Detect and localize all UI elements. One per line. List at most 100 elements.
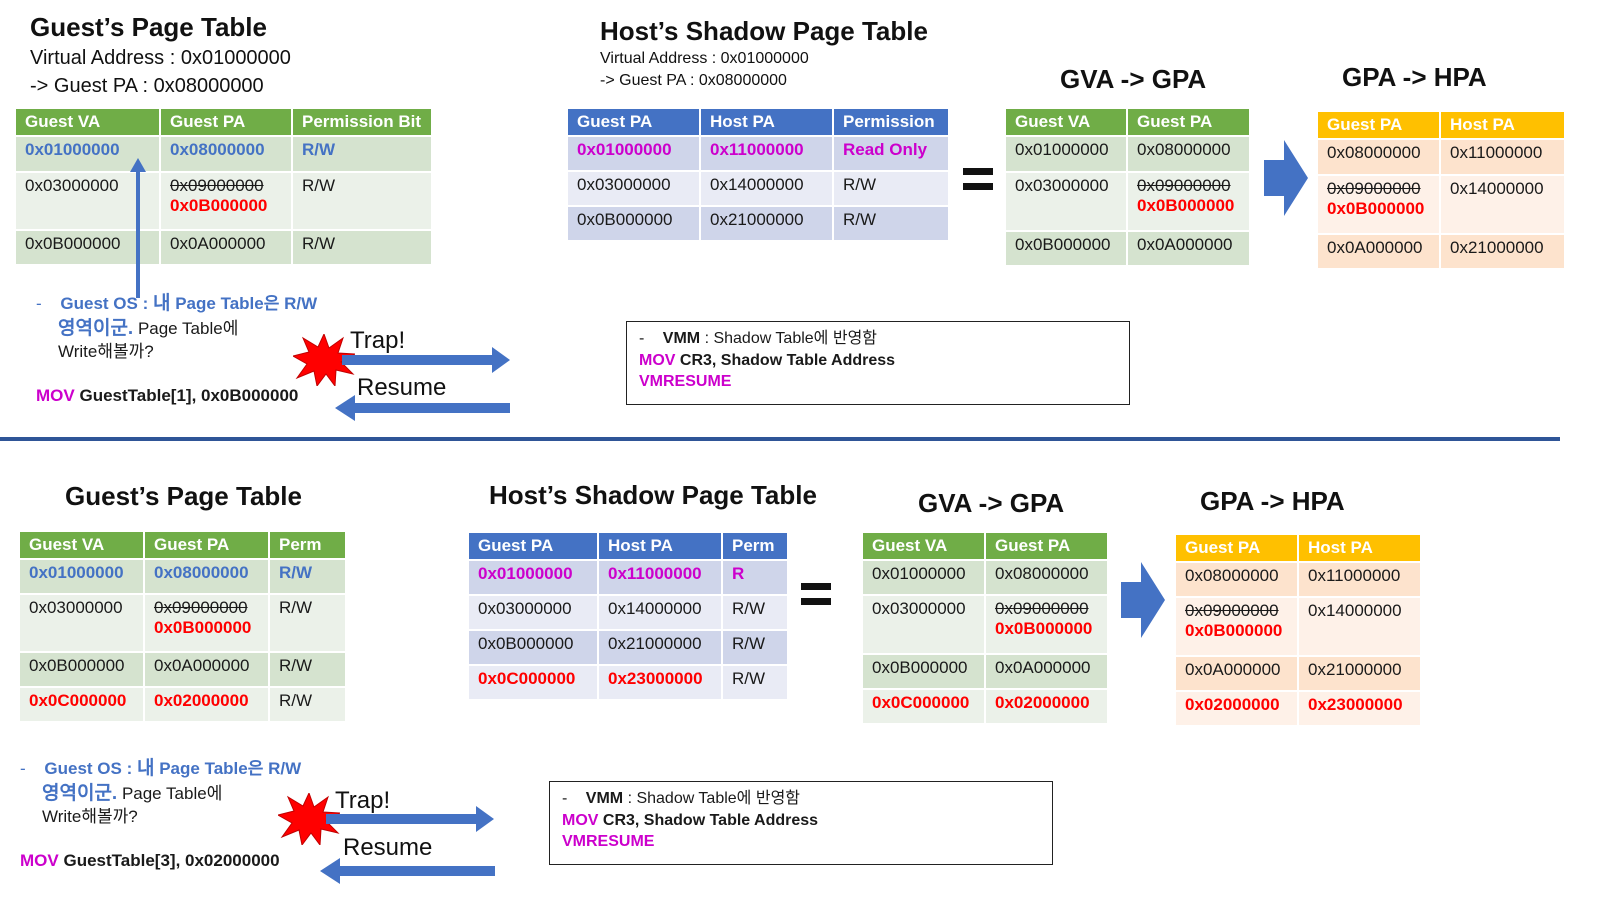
- table-row: 0x0A000000 0x21000000: [1318, 235, 1564, 268]
- note-kr2: 영역이군.: [42, 782, 118, 804]
- cell-hpa: 0x21000000: [701, 207, 832, 240]
- vmm-text: : Shadow Table에 반영함: [704, 330, 878, 347]
- mov-op: MOV: [36, 386, 75, 405]
- table-row: 0x01000000 0x08000000: [863, 561, 1107, 594]
- cell-perm: R/W: [293, 173, 431, 229]
- cell-gpa: 0x0A000000: [1176, 657, 1297, 690]
- new-pa-value: 0x0B000000: [995, 619, 1093, 638]
- cell-perm: R: [723, 561, 787, 594]
- col-guest-pa: Guest PA: [986, 533, 1107, 559]
- bottom-guest-page-table: Guest VA Guest PA Perm 0x01000000 0x0800…: [18, 530, 347, 723]
- resume-label: Resume: [343, 834, 433, 861]
- top-vmm-box: - VMM : Shadow Table에 반영함 MOV CR3, Shado…: [626, 321, 1130, 405]
- top-host-pa-line: -> Guest PA : 0x08000000: [600, 72, 787, 89]
- cell-va: 0x01000000: [16, 137, 159, 171]
- vmm-name: VMM: [585, 790, 624, 807]
- bottom-gva-gpa-table: Guest VA Guest PA 0x01000000 0x08000000 …: [861, 531, 1109, 725]
- trap-arrow-icon: [342, 347, 510, 373]
- table-row: 0x03000000 0x14000000 R/W: [568, 172, 948, 205]
- table-row: 0x0B000000 0x0A000000: [863, 655, 1107, 688]
- cell-pa: 0x0A000000: [1128, 232, 1249, 265]
- col-guest-va: Guest VA: [1006, 109, 1126, 135]
- cell-va: 0x0C000000: [863, 690, 984, 723]
- top-mov-command: MOV GuestTable[1], 0x0B000000: [36, 386, 298, 406]
- cell-perm: R/W: [270, 595, 345, 651]
- table-row: 0x0C000000 0x02000000: [863, 690, 1107, 723]
- table-row: 0x0B000000 0x0A000000 R/W: [20, 653, 345, 686]
- top-guest-va-line: Virtual Address : 0x01000000: [30, 47, 291, 69]
- cell-va: 0x0B000000: [1006, 232, 1126, 265]
- top-guest-title: Guest’s Page Table: [30, 12, 267, 42]
- note-page-table: Page Table은 R/W: [159, 759, 302, 778]
- cell-pa: 0x0A000000: [986, 655, 1107, 688]
- vmm-name: VMM: [662, 330, 701, 347]
- bottom-guest-os-note: - Guest OS : 내 Page Table은 R/W 영역이군. Pag…: [20, 757, 301, 828]
- mov-args: GuestTable[3], 0x02000000: [63, 851, 280, 870]
- note-guest-os: Guest OS :: [44, 759, 133, 778]
- bullet-dash: -: [20, 759, 26, 778]
- note-kr1: 내: [137, 758, 155, 779]
- cell-hpa: 0x14000000: [1299, 598, 1420, 655]
- note-kr1: 내: [153, 293, 171, 314]
- cell-perm: R/W: [270, 560, 345, 593]
- col-guest-pa: Guest PA: [469, 533, 597, 559]
- top-host-shadow-table: Guest PA Host PA Permission 0x01000000 0…: [566, 107, 950, 242]
- cell-gpa: 0x08000000: [1176, 563, 1297, 596]
- cell-gpa: 0x03000000: [568, 172, 699, 205]
- old-gpa-value: 0x09000000: [1327, 179, 1421, 198]
- col-host-pa: Host PA: [701, 109, 832, 135]
- col-guest-va: Guest VA: [863, 533, 984, 559]
- col-permission-bit: Permission Bit: [293, 109, 431, 135]
- col-guest-va: Guest VA: [20, 532, 143, 558]
- table-row: 0x03000000 0x09000000 0x0B000000 R/W: [20, 595, 345, 651]
- cell-perm: R/W: [270, 653, 345, 686]
- col-guest-pa: Guest PA: [161, 109, 291, 135]
- resume-label: Resume: [357, 374, 447, 401]
- vmm-dash: -: [639, 330, 645, 347]
- cell-hpa: 0x14000000: [1441, 176, 1564, 233]
- cell-gpa: 0x08000000: [1318, 140, 1439, 174]
- cell-perm: R/W: [834, 172, 948, 205]
- cell-hpa: 0x11000000: [1441, 140, 1564, 174]
- note-rest1: Page Table에: [137, 318, 239, 338]
- cell-hpa: 0x21000000: [1441, 235, 1564, 268]
- vmm-resume: VMRESUME: [562, 833, 655, 851]
- cell-hpa: 0x14000000: [599, 596, 721, 629]
- table-row: 0x08000000 0x11000000: [1176, 563, 1420, 596]
- top-guest-page-table: Guest VA Guest PA Permission Bit 0x01000…: [14, 107, 433, 266]
- top-gva-gpa-title: GVA -> GPA: [1060, 64, 1207, 94]
- bottom-host-title: Host’s Shadow Page Table: [489, 480, 817, 510]
- vmm-mov-args: CR3, Shadow Table Address: [679, 351, 896, 369]
- old-gpa-value: 0x09000000: [1185, 601, 1279, 620]
- cell-va: 0x03000000: [16, 173, 159, 229]
- cell-gpa: 0x0B000000: [568, 207, 699, 240]
- trap-burst-icon: [293, 334, 355, 386]
- trap-label: Trap!: [350, 327, 406, 354]
- cell-pa: 0x09000000 0x0B000000: [161, 173, 291, 229]
- bottom-vmm-box: - VMM : Shadow Table에 반영함 MOV CR3, Shado…: [549, 781, 1053, 865]
- top-guest-pa-line: -> Guest PA : 0x08000000: [30, 75, 264, 97]
- cell-gpa: 0x02000000: [1176, 692, 1297, 725]
- table-row: 0x02000000 0x23000000: [1176, 692, 1420, 725]
- cell-perm: R/W: [723, 666, 787, 699]
- bottom-gpa-hpa-table: Guest PA Host PA 0x08000000 0x11000000 0…: [1174, 533, 1422, 727]
- cell-va: 0x03000000: [1006, 173, 1126, 230]
- trap-burst-icon: [278, 793, 340, 845]
- cell-gpa: 0x01000000: [568, 137, 699, 170]
- cell-perm: R/W: [270, 688, 345, 721]
- cell-va: 0x03000000: [863, 596, 984, 653]
- note-guest-os: Guest OS :: [60, 294, 149, 313]
- cell-va: 0x0B000000: [16, 231, 159, 264]
- old-pa-value: 0x09000000: [154, 598, 248, 617]
- bottom-gpa-hpa-title: GPA -> HPA: [1200, 486, 1345, 516]
- vmm-resume: VMRESUME: [639, 373, 732, 391]
- note-kr2: 영역이군.: [58, 317, 134, 339]
- resume-arrow-icon: [335, 395, 510, 421]
- new-gpa-value: 0x0B000000: [1327, 199, 1425, 218]
- table-row: 0x03000000 0x14000000 R/W: [469, 596, 787, 629]
- cell-perm: R/W: [723, 631, 787, 664]
- note-page-table: Page Table은 R/W: [175, 294, 318, 313]
- table-row: 0x0B000000 0x0A000000: [1006, 232, 1249, 265]
- col-guest-pa: Guest PA: [1128, 109, 1249, 135]
- cell-hpa: 0x23000000: [599, 666, 721, 699]
